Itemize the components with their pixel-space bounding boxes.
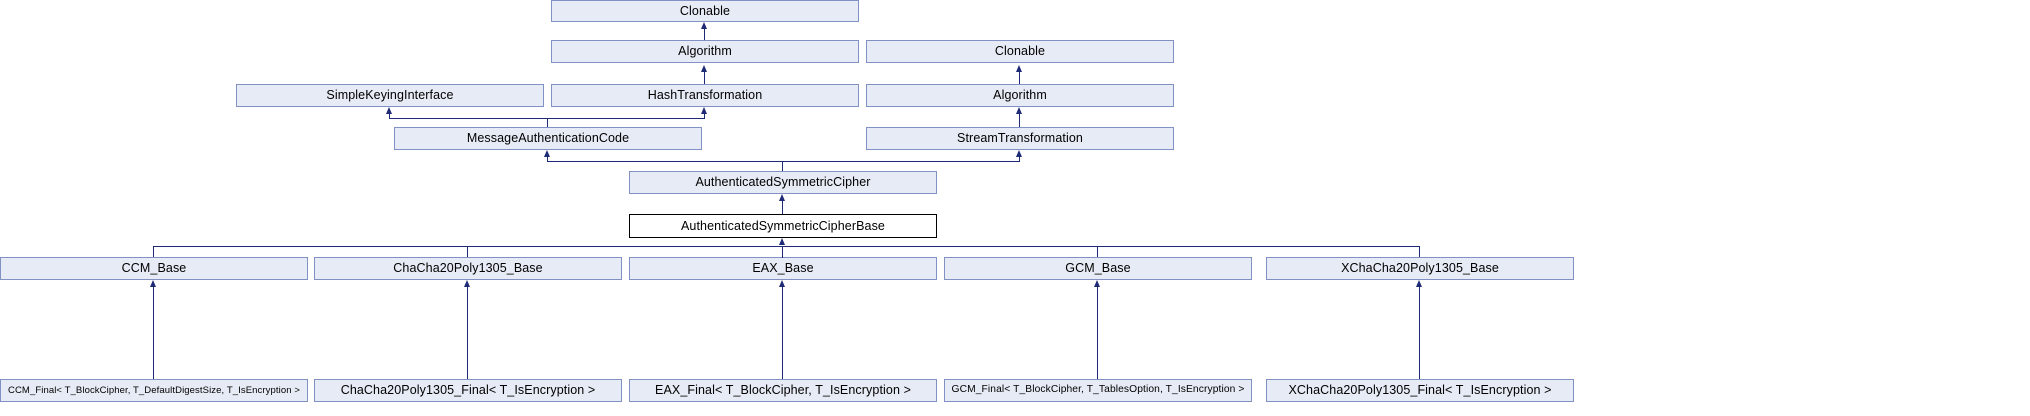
class-node-label: AuthenticatedSymmetricCipher — [695, 175, 871, 190]
edge-line — [782, 161, 783, 171]
edge-arrowhead — [779, 280, 785, 287]
edge-line — [1019, 72, 1020, 84]
edge-line — [547, 157, 548, 162]
edge-arrowhead — [544, 150, 550, 157]
class-node-label: ChaCha20Poly1305_Final< T_IsEncryption > — [340, 383, 596, 398]
edge-arrowhead — [150, 280, 156, 287]
edge-bus — [547, 161, 1020, 162]
edge-line — [1019, 114, 1020, 127]
edge-arrowhead — [1016, 65, 1022, 72]
class-node-clonable-top[interactable]: Clonable — [551, 0, 859, 22]
class-node-label: MessageAuthenticationCode — [466, 131, 630, 146]
class-node-label: Clonable — [679, 3, 731, 18]
class-node-chacha20poly1305-base[interactable]: ChaCha20Poly1305_Base — [314, 257, 622, 280]
class-node-label: HashTransformation — [647, 88, 763, 103]
class-node-authenticatedsymmetriccipherbase[interactable]: AuthenticatedSymmetricCipherBase — [629, 214, 937, 238]
class-node-label: ChaCha20Poly1305_Base — [393, 261, 543, 276]
class-node-clonable-right[interactable]: Clonable — [866, 40, 1174, 63]
class-node-eax-final[interactable]: EAX_Final< T_BlockCipher, T_IsEncryption… — [629, 379, 937, 402]
class-node-messageauthenticationcode[interactable]: MessageAuthenticationCode — [394, 127, 702, 150]
edge-line — [1097, 287, 1098, 379]
class-node-label: XChaCha20Poly1305_Base — [1341, 261, 1499, 276]
edge-line — [467, 246, 468, 257]
edge-arrowhead — [701, 22, 707, 29]
edge-arrowhead — [779, 238, 785, 245]
class-node-chacha20poly1305-final[interactable]: ChaCha20Poly1305_Final< T_IsEncryption > — [314, 379, 622, 402]
class-node-label: SimpleKeyingInterface — [326, 88, 454, 103]
edge-bus — [389, 118, 705, 119]
edge-line — [782, 246, 783, 257]
class-node-label: Algorithm — [993, 88, 1047, 103]
edge-line — [1097, 246, 1098, 257]
edge-arrowhead — [701, 107, 707, 114]
class-node-eax-base[interactable]: EAX_Base — [629, 257, 937, 280]
edge-line — [467, 287, 468, 379]
edge-arrowhead — [701, 65, 707, 72]
edge-arrowhead — [1016, 150, 1022, 157]
class-node-label: StreamTransformation — [957, 131, 1083, 146]
class-node-ccm-final[interactable]: CCM_Final< T_BlockCipher, T_DefaultDiges… — [0, 379, 308, 402]
class-node-hashtransformation[interactable]: HashTransformation — [551, 84, 859, 107]
class-node-algorithm-right[interactable]: Algorithm — [866, 84, 1174, 107]
class-node-gcm-base[interactable]: GCM_Base — [944, 257, 1252, 280]
edge-line — [153, 287, 154, 379]
edge-line — [704, 114, 705, 119]
class-node-algorithm-left[interactable]: Algorithm — [551, 40, 859, 63]
edge-arrowhead — [1094, 280, 1100, 287]
edge-arrowhead — [779, 194, 785, 201]
edge-bus — [153, 246, 1420, 247]
class-node-label: CCM_Final< T_BlockCipher, T_DefaultDiges… — [8, 384, 300, 396]
class-node-streamtransformation[interactable]: StreamTransformation — [866, 127, 1174, 150]
edge-line — [153, 246, 154, 257]
edge-arrowhead — [1016, 107, 1022, 114]
edge-line — [704, 72, 705, 84]
class-node-gcm-final[interactable]: GCM_Final< T_BlockCipher, T_TablesOption… — [944, 379, 1252, 402]
edge-line — [782, 287, 783, 379]
edge-line — [389, 114, 390, 119]
class-node-ccm-base[interactable]: CCM_Base — [0, 257, 308, 280]
edge-line — [782, 201, 783, 214]
class-node-simplekeyinginterface[interactable]: SimpleKeyingInterface — [236, 84, 544, 107]
class-node-xchacha20poly1305-final[interactable]: XChaCha20Poly1305_Final< T_IsEncryption … — [1266, 379, 1574, 402]
edge-arrowhead — [1416, 280, 1422, 287]
edge-line — [704, 29, 705, 40]
class-node-label: Algorithm — [678, 44, 732, 59]
class-node-label: CCM_Base — [121, 261, 187, 276]
class-node-label: Clonable — [994, 44, 1046, 59]
edge-line — [547, 118, 548, 127]
edge-line — [1019, 157, 1020, 162]
class-node-label: GCM_Final< T_BlockCipher, T_TablesOption… — [951, 384, 1245, 396]
edge-line — [1419, 287, 1420, 379]
edge-arrowhead — [386, 107, 392, 114]
class-node-label: XChaCha20Poly1305_Final< T_IsEncryption … — [1288, 383, 1552, 398]
class-node-label: EAX_Final< T_BlockCipher, T_IsEncryption… — [655, 383, 911, 398]
class-node-label: AuthenticatedSymmetricCipherBase — [681, 218, 885, 233]
class-node-label: EAX_Base — [752, 261, 814, 276]
class-node-label: GCM_Base — [1065, 261, 1131, 276]
class-node-authenticatedsymmetriccipher[interactable]: AuthenticatedSymmetricCipher — [629, 171, 937, 194]
class-node-xchacha20poly1305-base[interactable]: XChaCha20Poly1305_Base — [1266, 257, 1574, 280]
edge-arrowhead — [464, 280, 470, 287]
edge-line — [1419, 246, 1420, 257]
